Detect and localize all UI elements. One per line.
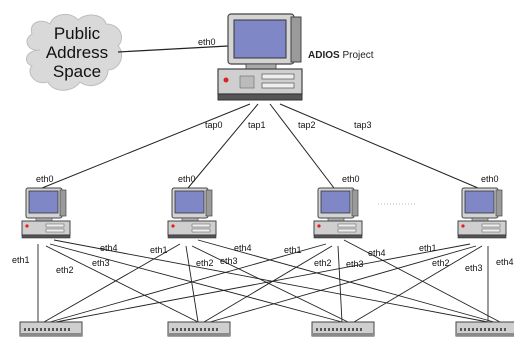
node-1-eth4: eth4 (100, 243, 118, 253)
node-4-eth0: eth0 (481, 174, 499, 184)
switch-1 (19, 321, 83, 337)
cloud-line-2: Address (45, 43, 109, 62)
cloud-label: Public Address Space (44, 24, 110, 81)
node-3-eth1: eth1 (284, 245, 302, 255)
node-3-eth3: eth3 (346, 259, 364, 269)
node-1-eth1: eth1 (12, 255, 30, 265)
node-2-eth0: eth0 (178, 174, 196, 184)
tap1-link (187, 103, 259, 189)
public-address-cloud (25, 14, 123, 91)
node-1-computer (21, 187, 71, 239)
cloud-line-3: Space (52, 62, 102, 81)
node-2-eth1: eth1 (150, 245, 168, 255)
switch-mesh (37, 239, 501, 323)
tap3-label: tap3 (354, 120, 372, 130)
node-3-computer (313, 187, 363, 239)
tap3-link (279, 103, 479, 189)
project-title-bold: ADIOS (308, 50, 340, 61)
node-1-eth3: eth3 (92, 258, 110, 268)
node-3-eth4: eth4 (368, 248, 386, 258)
node-2-eth4: eth4 (234, 243, 252, 253)
cloud-line-1: Public (53, 24, 101, 43)
tap0-label: tap0 (205, 120, 223, 130)
switch-3 (311, 321, 375, 337)
node-1-eth2: eth2 (56, 265, 74, 275)
node-3-eth0: eth0 (342, 174, 360, 184)
node-2-computer (167, 187, 217, 239)
tap-links (41, 103, 479, 189)
uplink-cable (117, 45, 229, 53)
tap1-label: tap1 (248, 120, 266, 130)
project-title: ADIOS Project (308, 50, 374, 61)
node-2-eth2: eth2 (196, 258, 214, 268)
node-3-eth2: eth2 (314, 258, 332, 268)
node-4-eth4: eth4 (496, 257, 514, 267)
node-4-computer (457, 187, 507, 239)
project-title-rest: Project (339, 50, 374, 61)
node-4-eth3: eth3 (465, 263, 483, 273)
node-1-eth0: eth0 (36, 174, 54, 184)
switch-2 (167, 321, 231, 337)
node-4-eth1: eth1 (419, 243, 437, 253)
node-2-eth3: eth3 (220, 256, 238, 266)
server-uplink-label: eth0 (198, 37, 216, 47)
tap2-label: tap2 (298, 120, 316, 130)
tap0-link (41, 103, 251, 189)
server-computer (217, 13, 303, 101)
switch-4 (455, 321, 514, 337)
node-4-eth2: eth2 (432, 258, 450, 268)
tap2-link (269, 103, 335, 189)
